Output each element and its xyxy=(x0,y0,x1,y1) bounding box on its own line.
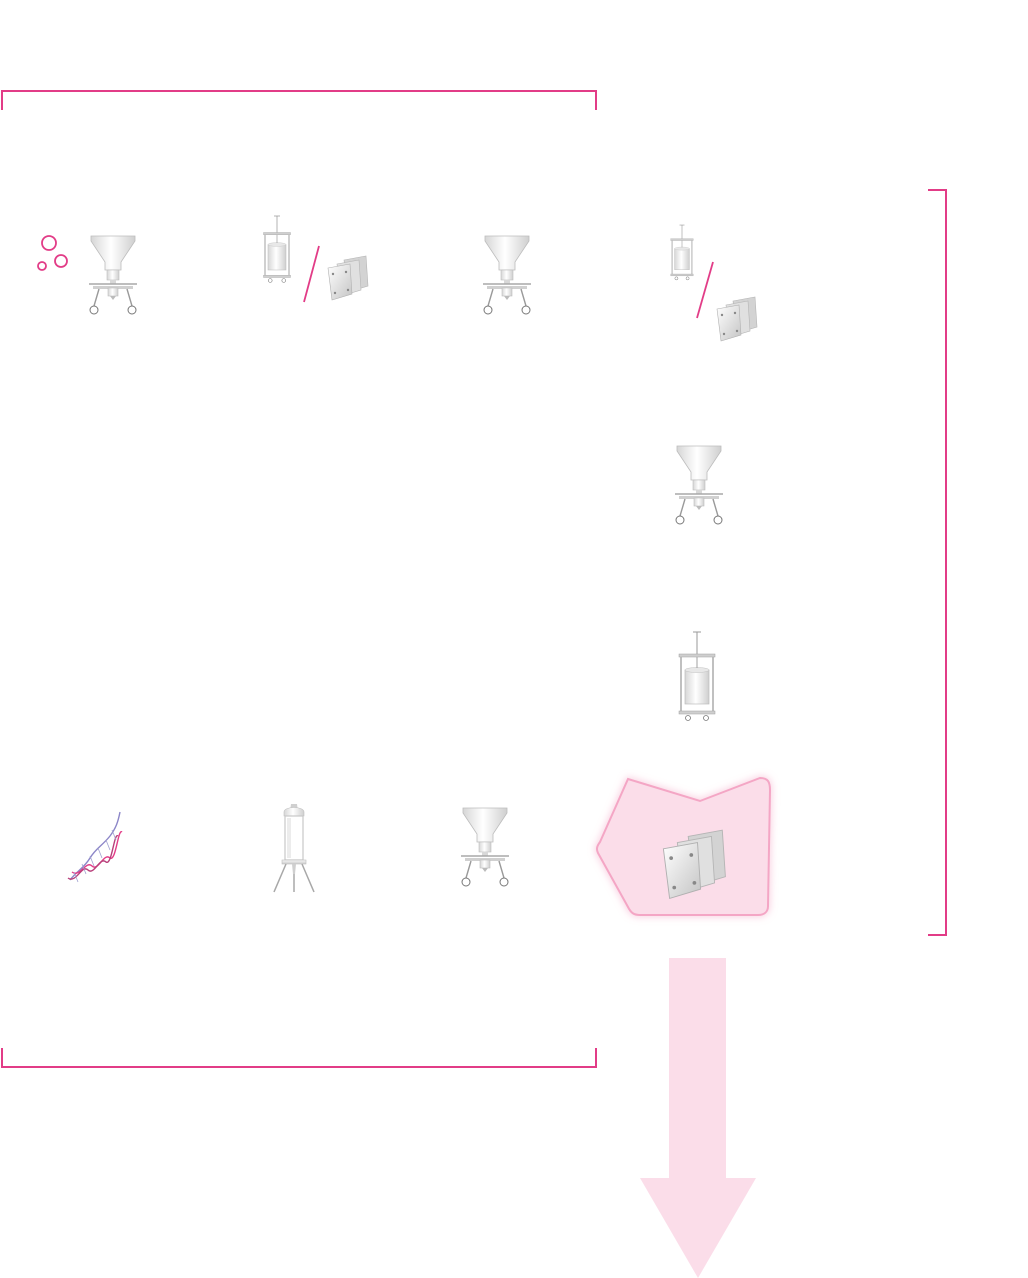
step-6-depth-filter-press-icon xyxy=(678,631,716,722)
step-5-filter-housing-icon xyxy=(674,445,724,525)
depth-filter-press-icon xyxy=(670,224,694,281)
bubbles-icon xyxy=(37,235,68,271)
or-divider xyxy=(303,245,320,303)
right-process-bracket xyxy=(928,189,947,936)
step-2-press-or-membrane-stack xyxy=(262,215,369,303)
left-process-bracket xyxy=(1,90,597,1068)
down-arrow-icon xyxy=(640,958,756,1278)
or-divider xyxy=(696,261,714,319)
step-dna-helix-icon xyxy=(67,811,123,883)
step-3-filter-housing-icon xyxy=(482,235,532,315)
depth-filter-press-icon xyxy=(262,215,292,283)
step-4-press-or-membrane-stack xyxy=(670,224,758,342)
filter-housing-icon xyxy=(88,235,138,315)
membrane-stack-icon xyxy=(327,255,369,301)
highlighted-membrane-step xyxy=(595,776,772,916)
step-1-bubbles-and-filter-housing xyxy=(37,235,138,315)
membrane-stack-icon xyxy=(716,296,758,342)
step-chromatography-column-icon xyxy=(273,804,315,893)
step-filter-housing-icon xyxy=(460,807,510,887)
